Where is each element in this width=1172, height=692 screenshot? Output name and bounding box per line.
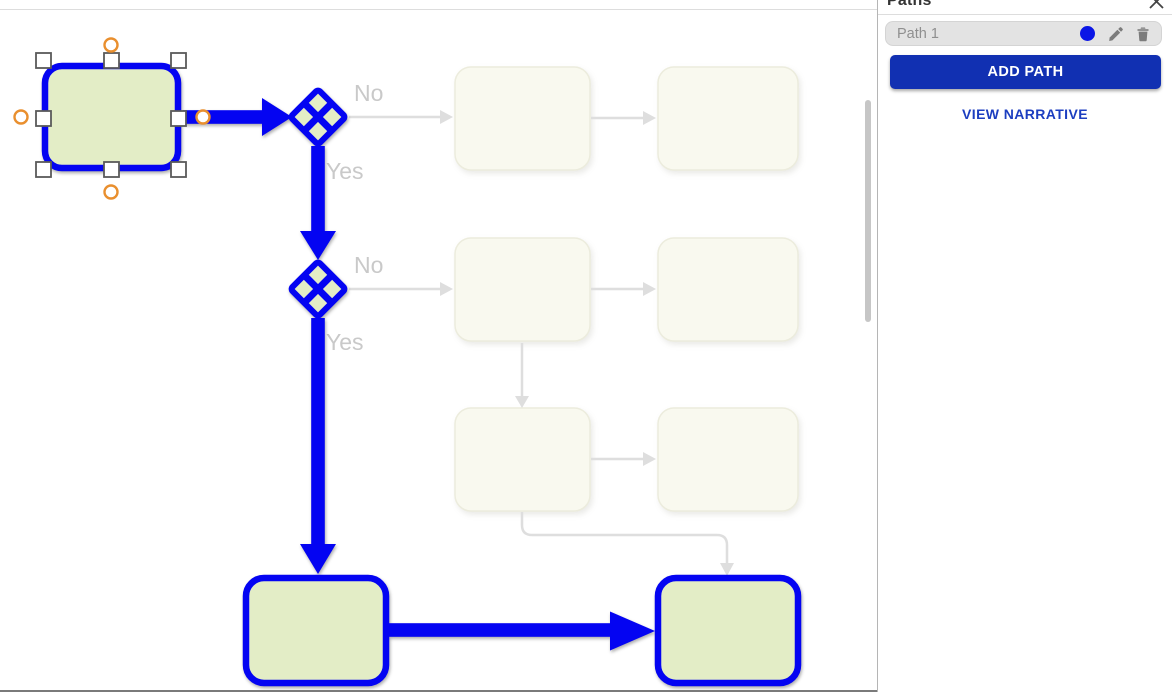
resize-handle-e[interactable] <box>170 110 187 127</box>
placeholder-task-3[interactable] <box>454 237 591 342</box>
close-icon[interactable] <box>1148 0 1165 10</box>
branch-label-no-2: No <box>354 252 383 278</box>
bottom-left-node[interactable] <box>242 574 390 687</box>
gateway-1[interactable] <box>288 87 348 147</box>
branch-label-yes-2: Yes <box>326 329 364 355</box>
arrowhead <box>515 396 529 408</box>
arrowhead <box>643 282 656 296</box>
edge-gateway2-bottomleft-head[interactable] <box>300 544 336 574</box>
connection-port-left[interactable] <box>13 109 29 125</box>
panel-title: Paths <box>887 0 932 9</box>
selection-handles[interactable] <box>35 52 187 178</box>
placeholder-task-5[interactable] <box>454 407 591 512</box>
add-path-button[interactable]: ADD PATH <box>890 55 1161 89</box>
connection-ports[interactable] <box>13 37 211 200</box>
edge-start-gateway1-head[interactable] <box>262 98 292 136</box>
view-narrative-link[interactable]: VIEW NARRATIVE <box>962 106 1088 122</box>
edge-bottomleft-bottomright-head[interactable] <box>610 611 655 651</box>
arrowhead <box>440 282 453 296</box>
resize-handle-ne[interactable] <box>170 52 187 69</box>
arrowhead <box>643 452 656 466</box>
connection-port-top[interactable] <box>103 37 119 53</box>
delete-trash-icon[interactable] <box>1135 26 1151 42</box>
placeholder-task-6[interactable] <box>657 407 799 512</box>
path-list-item[interactable]: Path 1 <box>885 21 1162 46</box>
resize-handle-n[interactable] <box>103 52 120 69</box>
faded-edges <box>349 110 734 576</box>
placeholder-task-2[interactable] <box>657 66 799 171</box>
path-color-dot-icon[interactable] <box>1080 26 1095 41</box>
resize-handle-w[interactable] <box>35 110 52 127</box>
branch-label-yes-1: Yes <box>326 158 364 184</box>
edge-gateway1-gateway2[interactable] <box>311 146 325 232</box>
edge-gateway1-gateway2-head[interactable] <box>300 231 336 260</box>
resize-handle-nw[interactable] <box>35 52 52 69</box>
flowchart-canvas[interactable]: No Yes No Yes <box>0 0 877 690</box>
arrowhead <box>720 563 734 576</box>
placeholder-task-1[interactable] <box>454 66 591 171</box>
start-node[interactable] <box>41 62 182 172</box>
vertical-scrollbar-thumb[interactable] <box>865 100 871 322</box>
paths-panel: Paths Path 1 ADD PATH VIEW NARRATIVE <box>877 0 1172 692</box>
connection-port-bottom[interactable] <box>103 184 119 200</box>
edge-gateway2-bottomleft[interactable] <box>311 318 325 546</box>
arrowhead <box>440 110 453 124</box>
bottom-right-node[interactable] <box>654 574 802 687</box>
path-name-label: Path 1 <box>897 25 939 42</box>
gateway-2[interactable] <box>288 259 348 319</box>
placeholder-task-4[interactable] <box>657 237 799 342</box>
branch-label-no-1: No <box>354 80 383 106</box>
canvas-top-border <box>0 9 877 10</box>
resize-handle-sw[interactable] <box>35 161 52 178</box>
arrowhead <box>643 111 656 125</box>
edit-pencil-icon[interactable] <box>1108 26 1124 42</box>
edge-task5-bottomright <box>520 512 729 563</box>
edge-bottomleft-bottomright[interactable] <box>388 623 612 637</box>
connection-port-right[interactable] <box>195 109 211 125</box>
paths-panel-header: Paths <box>878 0 1172 15</box>
resize-handle-s[interactable] <box>103 161 120 178</box>
resize-handle-se[interactable] <box>170 161 187 178</box>
